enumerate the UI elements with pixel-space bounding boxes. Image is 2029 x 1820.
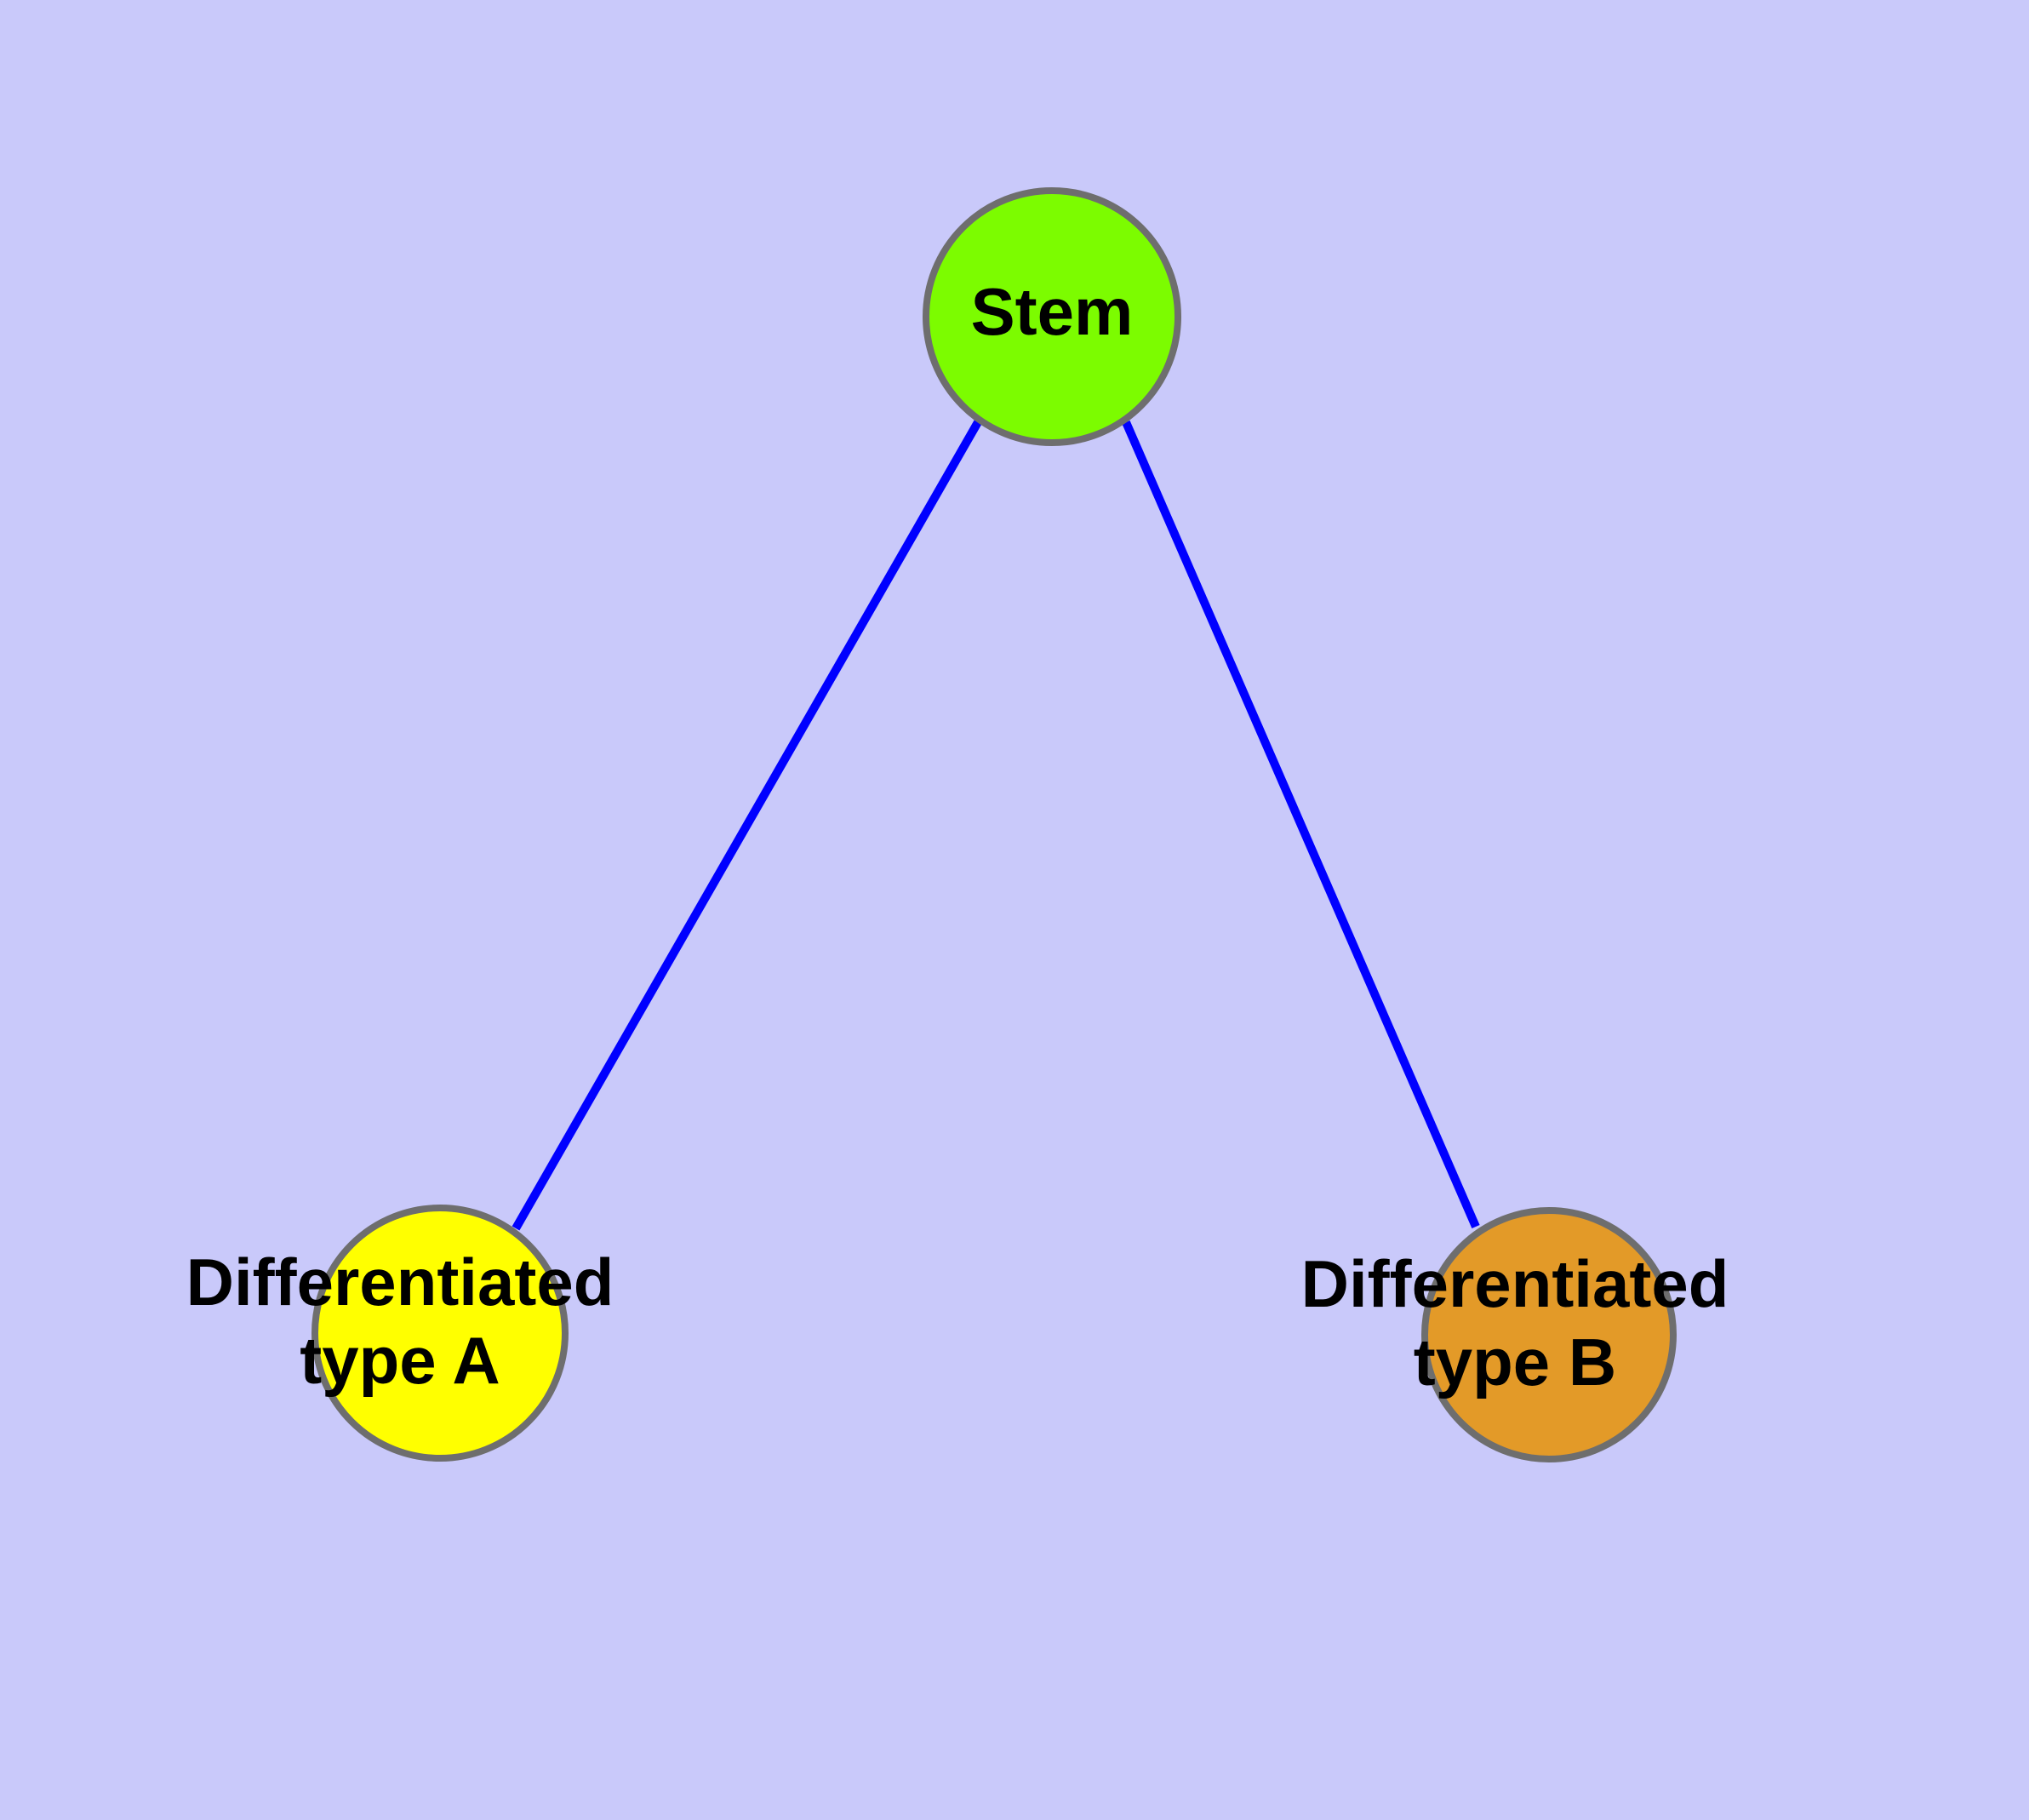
- edge-stem-to-type-b: [1122, 421, 1480, 1228]
- edge-stem-to-type-a: [512, 420, 982, 1231]
- node-stem[interactable]: [923, 187, 1181, 446]
- node-differentiated-type-a[interactable]: [311, 1205, 569, 1462]
- node-differentiated-type-b[interactable]: [1421, 1207, 1677, 1462]
